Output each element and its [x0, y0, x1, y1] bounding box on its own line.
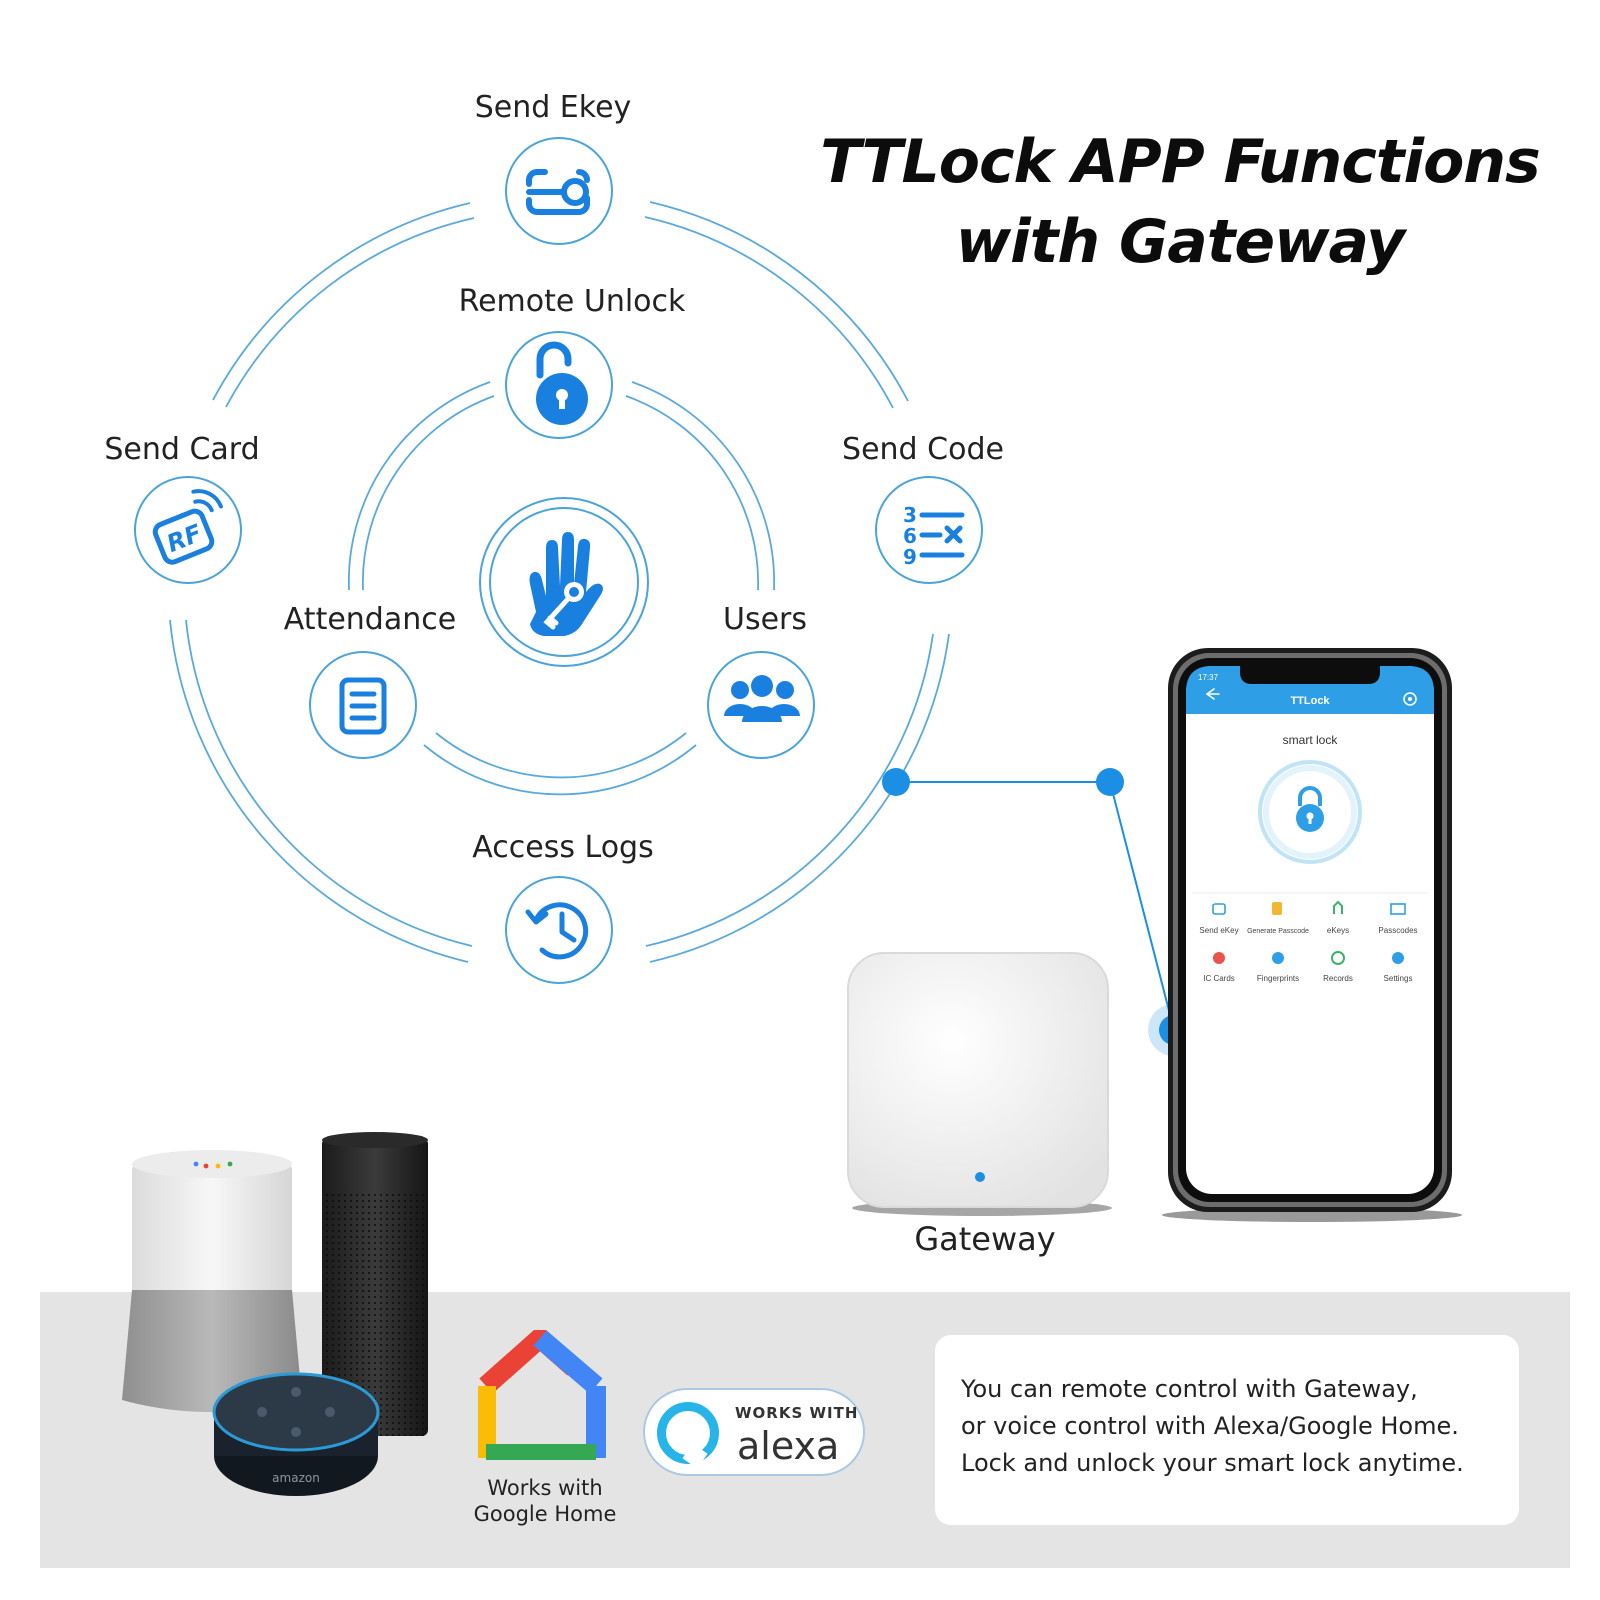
alexa-badge: WORKS WITH alexa [643, 1388, 865, 1476]
title-line-2: with Gateway [955, 207, 1406, 277]
history-clock-icon [525, 902, 589, 960]
passcode-list-icon: 3 6 9 [903, 503, 965, 569]
connector-dot-left [882, 768, 910, 796]
title-line-1: TTLock APP Functions [820, 127, 1540, 197]
label-attendance: Attendance [283, 602, 457, 637]
document-list-icon [339, 677, 387, 735]
svg-text:9: 9 [903, 545, 917, 569]
phone-mockup: 17:37 TTLock smart lock [1162, 648, 1462, 1222]
info-line-3: Lock and unlock your smart lock anytime. [961, 1449, 1464, 1477]
label-remote-unlock: Remote Unlock [458, 284, 686, 319]
phone-grid-label: IC Cards [1203, 974, 1235, 983]
alexa-works-with: WORKS WITH [735, 1404, 859, 1422]
info-card: You can remote control with Gateway, or … [935, 1335, 1519, 1525]
label-send-code: Send Code [842, 432, 1004, 467]
smart-speakers: amazon [122, 1132, 428, 1496]
phone-grid-label: Settings [1384, 974, 1413, 983]
send-card-circle [134, 476, 242, 584]
connector-lines [896, 781, 1175, 1031]
page-title: TTLock APP Functions with Gateway [820, 122, 1540, 282]
send-code-circle [875, 476, 983, 584]
phone-grid-label: Passcodes [1378, 926, 1417, 935]
echo-dot-brand: amazon [272, 1471, 320, 1485]
users-circle [707, 651, 815, 759]
label-send-ekey: Send Ekey [474, 90, 632, 125]
gateway-label: Gateway [914, 1220, 1056, 1258]
label-send-card: Send Card [104, 432, 260, 467]
echo-dot-speaker: amazon [212, 1372, 380, 1496]
alexa-logo-icon [657, 1402, 719, 1464]
svg-text:3: 3 [903, 503, 917, 527]
info-line-2: or voice control with Alexa/Google Home. [961, 1412, 1459, 1440]
phone-status-time: 17:37 [1198, 673, 1219, 682]
google-home-logo-icon [478, 1330, 606, 1460]
access-logs-circle [505, 876, 613, 984]
phone-lock-name: smart lock [1283, 733, 1339, 747]
padlock-open-icon [536, 341, 588, 425]
outer-ring [169, 201, 950, 963]
phone-grid: Send eKey Generate Passcode eKeys Passco… [1199, 926, 1417, 983]
svg-text:6: 6 [903, 524, 917, 548]
phone-grid-label: eKeys [1327, 926, 1349, 935]
label-access-logs: Access Logs [472, 830, 654, 865]
phone-grid-label: Send eKey [1199, 926, 1238, 935]
gh-caption-line-1: Works with [487, 1476, 603, 1500]
connector-dot-right [1096, 768, 1124, 796]
info-line-1: You can remote control with Gateway, [961, 1375, 1418, 1403]
label-users: Users [722, 602, 808, 637]
gateway-device [847, 952, 1112, 1216]
echo-tall-speaker [322, 1132, 428, 1436]
phone-grid-label: Fingerprints [1257, 974, 1299, 983]
phone-app-title: TTLock [1290, 695, 1330, 707]
inner-ring [347, 381, 776, 796]
ekey-icon [526, 169, 590, 215]
google-home-speaker [122, 1150, 302, 1412]
phone-grid-label: Records [1323, 974, 1353, 983]
gh-caption-line-2: Google Home [473, 1502, 617, 1526]
phone-grid-label: Generate Passcode [1247, 928, 1309, 935]
hand-key-icon [529, 532, 603, 636]
alexa-wordmark: alexa [737, 1424, 840, 1468]
google-home-caption: Works with Google Home [445, 1475, 645, 1527]
user-group-icon [724, 675, 800, 722]
